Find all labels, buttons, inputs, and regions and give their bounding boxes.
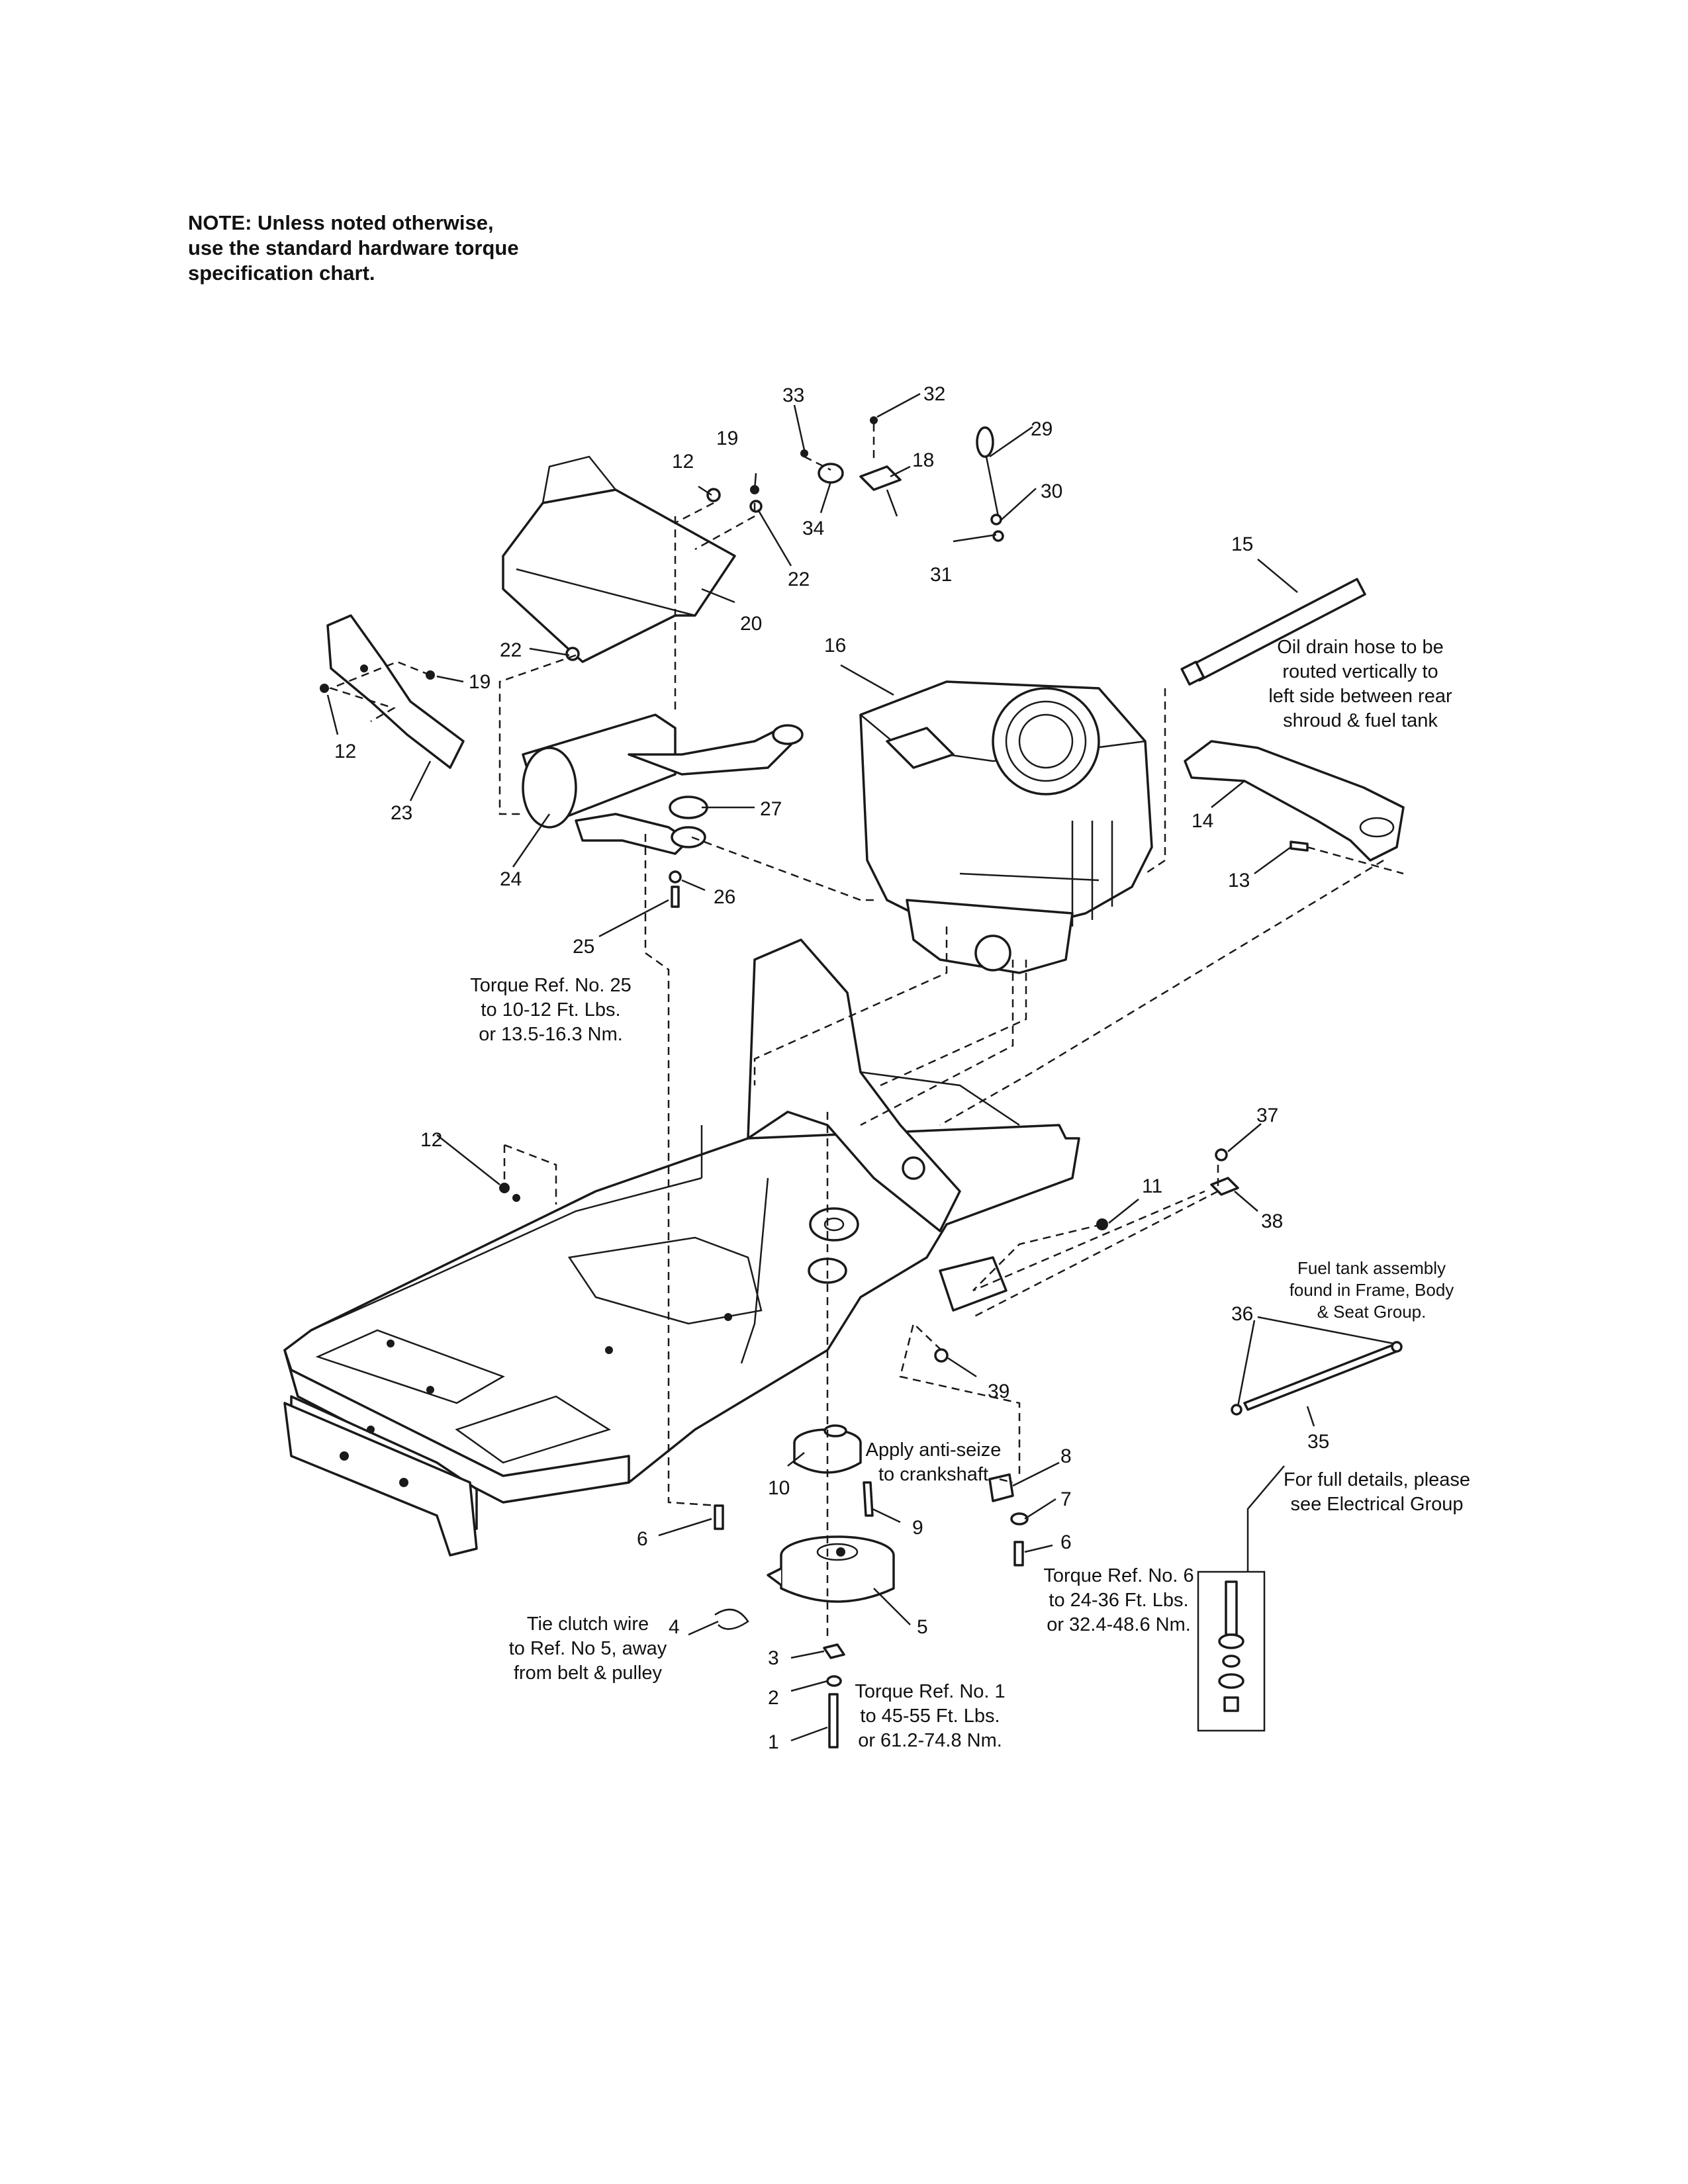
caption-electrical: For full details, please see Electrical … [1284,1469,1470,1515]
leader-lines [326,392,1394,1742]
callout-38: 38 [1261,1210,1283,1232]
torque-note: NOTE: Unless noted otherwise, use the st… [188,210,651,286]
callout-2: 2 [768,1687,779,1709]
caption-line: shroud & fuel tank [1283,710,1438,731]
callout-26: 26 [714,886,735,908]
callout-19: 19 [716,428,738,449]
oil-drain-hose [1180,578,1366,686]
caption-line: or 61.2-74.8 Nm. [858,1730,1002,1751]
callout-22: 22 [788,569,810,590]
callout-12: 12 [420,1129,442,1151]
caption-line: to Ref. No 5, away [509,1638,667,1659]
callout-35: 35 [1307,1431,1329,1453]
callout-24: 24 [500,868,522,890]
caption-line: Torque Ref. No. 6 [1043,1565,1194,1586]
callout-13: 13 [1228,870,1250,891]
callout-7: 7 [1060,1488,1072,1510]
callout-36: 36 [1231,1303,1253,1325]
callout-39: 39 [988,1381,1009,1402]
caption-line: see Electrical Group [1290,1494,1463,1515]
caption-line: or 32.4-48.6 Nm. [1047,1614,1191,1635]
rear-shroud [1184,740,1405,862]
caption-torque-1: Torque Ref. No. 1 to 45-55 Ft. Lbs. or 6… [855,1681,1005,1751]
caption-line: to crankshaft [878,1464,988,1485]
caption-line: Torque Ref. No. 1 [855,1681,1005,1702]
engine [859,680,1153,974]
callout-29: 29 [1031,418,1053,440]
callout-16: 16 [824,635,846,657]
callout-14: 14 [1192,810,1213,832]
left-shield [326,614,465,769]
callout-12: 12 [334,741,356,762]
caption-line: to 10-12 Ft. Lbs. [481,999,620,1021]
heat-shield [502,455,736,663]
callout-3: 3 [768,1647,779,1669]
callout-34: 34 [802,518,824,539]
callout-20: 20 [740,613,762,635]
callout-11: 11 [1142,1175,1162,1197]
callout-6: 6 [637,1528,648,1550]
callout-25: 25 [573,936,594,958]
caption-line: Apply anti-seize [866,1439,1002,1461]
callout-5: 5 [917,1616,928,1638]
caption-line: routed vertically to [1282,661,1438,682]
caption-line: found in Frame, Body [1289,1280,1454,1300]
callout-27: 27 [760,798,782,820]
note-line-3: specification chart. [188,261,375,285]
callout-22: 22 [500,639,522,661]
callout-31: 31 [930,564,952,586]
callout-1: 1 [768,1731,779,1753]
callout-18: 18 [912,449,934,471]
callout-10: 10 [768,1477,790,1499]
caption-line: to 24-36 Ft. Lbs. [1049,1590,1188,1611]
callout-8: 8 [1060,1445,1072,1467]
callout-19: 19 [469,671,491,693]
callout-33: 33 [782,385,804,406]
caption-line: or 13.5-16.3 Nm. [479,1024,623,1045]
callout-9: 9 [912,1517,923,1539]
muffler [522,713,804,855]
caption-line: Torque Ref. No. 25 [470,975,631,996]
caption-line: Tie clutch wire [527,1614,649,1635]
callout-15: 15 [1231,533,1253,555]
callout-32: 32 [923,383,945,405]
caption-fuel-tank: Fuel tank assembly found in Frame, Body … [1289,1258,1454,1322]
caption-line: from belt & pulley [514,1662,663,1684]
callout-37: 37 [1256,1105,1278,1126]
note-line-1: NOTE: Unless noted otherwise, [188,211,494,234]
callout-12: 12 [672,451,694,473]
callout-4: 4 [669,1616,680,1638]
note-line-2: use the standard hardware torque [188,236,519,259]
front-plate [283,1402,478,1557]
caption-line: For full details, please [1284,1469,1470,1490]
caption-clutch-wire: Tie clutch wire to Ref. No 5, away from … [509,1614,667,1684]
caption-line: left side between rear [1268,686,1452,707]
caption-line: & Seat Group. [1317,1302,1427,1322]
caption-line: Oil drain hose to be [1277,637,1443,658]
caption-torque-6: Torque Ref. No. 6 to 24-36 Ft. Lbs. or 3… [1043,1565,1194,1635]
caption-anti-seize: Apply anti-seize to crankshaft [866,1439,1002,1485]
callout-23: 23 [391,802,412,824]
callout-30: 30 [1041,480,1062,502]
caption-line: Fuel tank assembly [1297,1258,1446,1278]
caption-line: to 45-55 Ft. Lbs. [860,1706,1000,1727]
callout-6: 6 [1060,1531,1072,1553]
caption-oil-drain: Oil drain hose to be routed vertically t… [1268,637,1452,731]
caption-torque-25: Torque Ref. No. 25 to 10-12 Ft. Lbs. or … [470,975,631,1045]
electrical-inset [1197,1570,1266,1732]
callouts: 33 32 29 30 31 19 12 18 34 22 20 15 16 2… [334,383,1329,1753]
electric-clutch [767,1535,895,1603]
assembly-lines [328,424,1404,1641]
